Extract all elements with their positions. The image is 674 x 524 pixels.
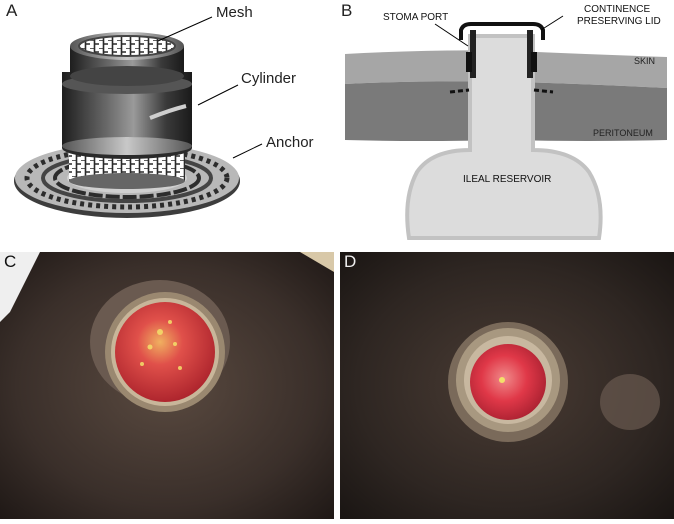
- lid-leader-line: [540, 15, 564, 31]
- device-illustration: [14, 16, 263, 218]
- mesh-label: Mesh: [216, 4, 253, 21]
- panel-a: A: [0, 0, 337, 248]
- photo-d: [340, 252, 674, 519]
- mesh-leader-line: [157, 16, 213, 42]
- continence-lid-label-line2: PRESERVING LID: [577, 16, 661, 27]
- stoma-tissue-d: [470, 344, 546, 420]
- continence-lid-label-line1: CONTINENCE: [584, 4, 651, 15]
- schematic-diagram: [345, 15, 667, 240]
- panel-letter-a: A: [6, 1, 18, 20]
- photo-c: [0, 252, 334, 519]
- stoma-tissue-c: [115, 302, 215, 402]
- panel-b: B STOMA PORT CONTINENCE PRESERVING LID S…: [337, 0, 674, 248]
- stoma-port-leader-line: [434, 23, 469, 47]
- panel-letter-b: B: [341, 1, 353, 20]
- skin-label: SKIN: [634, 56, 656, 66]
- anchor-label: Anchor: [266, 134, 314, 151]
- continence-lid: [459, 22, 545, 40]
- panel-letter-c: C: [4, 252, 17, 271]
- reservoir-label: ILEAL RESERVOIR: [463, 174, 552, 185]
- peritoneum-label: PERITONEUM: [593, 128, 653, 138]
- panel-d: D: [340, 252, 674, 519]
- panel-letter-d: D: [344, 252, 357, 271]
- cylinder-leader-line: [197, 84, 239, 106]
- ileal-reservoir: [405, 34, 603, 240]
- panel-c: C: [0, 252, 334, 519]
- anchor-leader-line: [232, 143, 263, 159]
- stoma-port: [449, 30, 554, 94]
- stoma-port-label: STOMA PORT: [383, 12, 449, 23]
- top-ring: [70, 32, 184, 86]
- cylinder-label: Cylinder: [241, 70, 297, 87]
